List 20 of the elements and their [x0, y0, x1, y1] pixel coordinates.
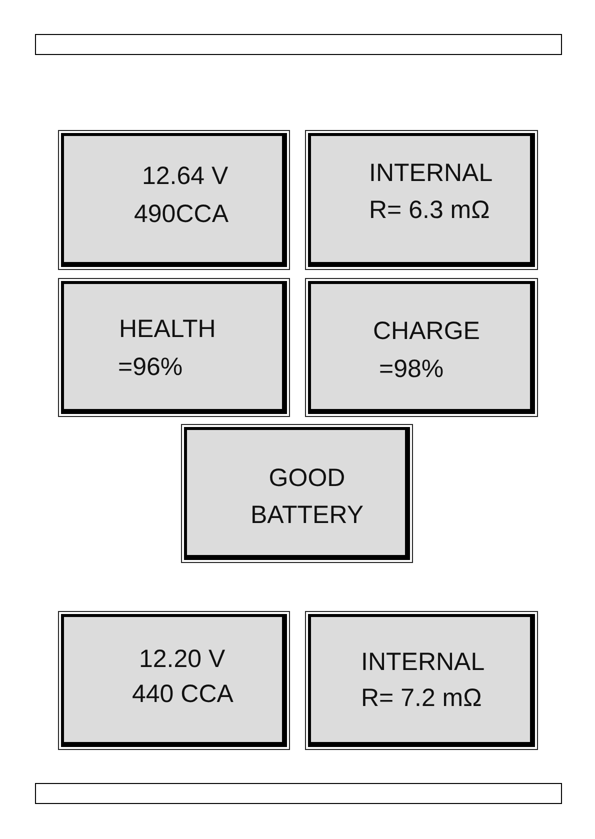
- display-text: 12.20 V: [139, 647, 226, 672]
- display-text: HEALTH: [119, 317, 216, 342]
- display-text: =96%: [118, 355, 183, 380]
- display-text: 12.64 V: [142, 164, 228, 189]
- display-screen: [58, 611, 290, 750]
- display-text: R= 7.2 mΩ: [361, 686, 482, 711]
- display-text: GOOD BATTERY: [250, 463, 364, 531]
- display-screen: [305, 611, 538, 750]
- display-screen: [181, 424, 413, 563]
- display-text: 440 CCA: [132, 682, 234, 707]
- display-screen: [305, 130, 538, 270]
- display-screen: [58, 130, 290, 270]
- display-text: INTERNAL: [369, 161, 493, 186]
- display-screen: [305, 278, 538, 417]
- display-text: INTERNAL: [361, 650, 485, 675]
- display-screen: [58, 278, 290, 417]
- display-text: CHARGE: [373, 319, 480, 344]
- display-text: =98%: [379, 357, 444, 382]
- display-text: 490CCA: [134, 202, 228, 227]
- display-text: R= 6.3 mΩ: [369, 198, 490, 223]
